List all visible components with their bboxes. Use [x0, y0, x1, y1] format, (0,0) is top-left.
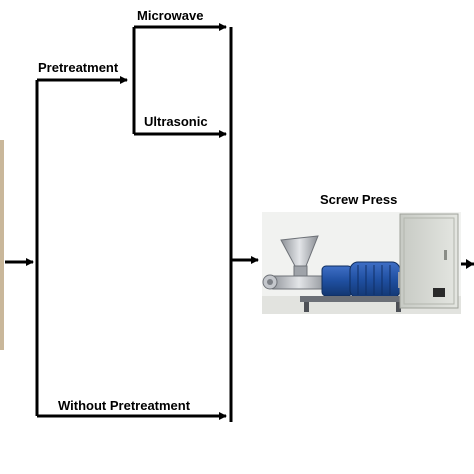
control-cabinet-icon — [399, 213, 459, 309]
output-arrowhead — [466, 259, 474, 269]
screw-press-label: Screw Press — [320, 192, 398, 207]
ultrasonic-label: Ultrasonic — [144, 114, 208, 129]
microwave-label: Microwave — [137, 8, 204, 23]
without-pretreatment-label: Without Pretreatment — [58, 398, 191, 413]
screw-press-photo — [262, 212, 461, 314]
gearbox-icon — [321, 265, 353, 297]
screw-barrel-icon — [269, 275, 329, 290]
pretreatment-label: Pretreatment — [38, 60, 119, 75]
left-image-edge — [0, 140, 4, 350]
